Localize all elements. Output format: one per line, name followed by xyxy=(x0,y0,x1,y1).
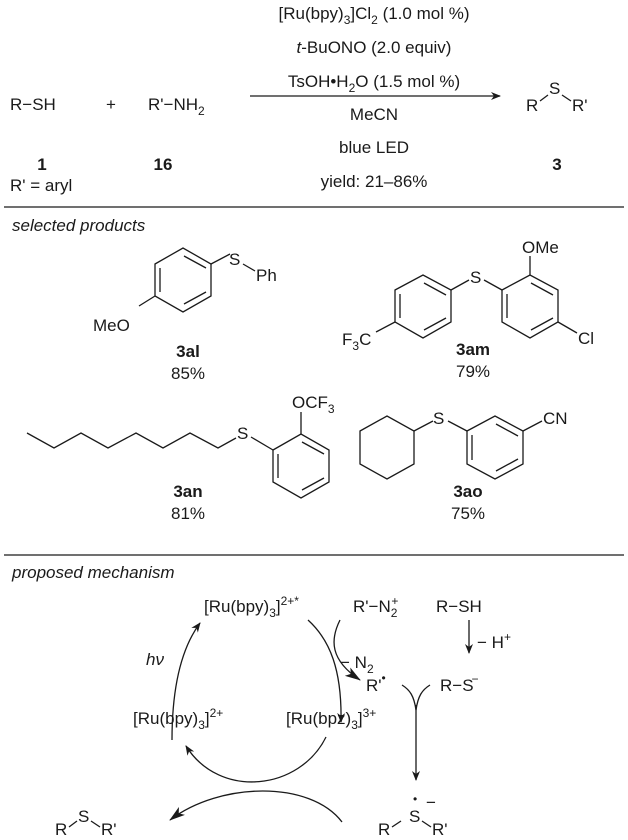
electron-transfer-arrow xyxy=(307,619,346,723)
compound-label-1: 1 xyxy=(37,155,46,174)
reactant-amine: R'−NH2 xyxy=(148,95,205,118)
trifluoromethyl-label: F3C xyxy=(342,330,371,353)
minus-proton: − H+ xyxy=(477,630,511,652)
product-yield: 85% xyxy=(171,364,205,383)
benzene-ring xyxy=(154,247,212,313)
nitrile-label: CN xyxy=(543,409,568,428)
photoexcitation-arrow xyxy=(171,622,201,741)
ru-oxidized-state: [Ru(bpz)3]3+ xyxy=(286,706,376,732)
product-yield: 81% xyxy=(171,504,205,523)
product-yield: 79% xyxy=(456,362,490,381)
octyl-chain xyxy=(26,432,237,449)
plus-sign: + xyxy=(106,95,116,114)
benzene-ring xyxy=(466,415,524,480)
reactant-thiol: R−SH xyxy=(10,95,56,114)
product-3am: F3C S OMe Cl 3am 79% xyxy=(342,238,594,381)
condition-catalyst: [Ru(bpy)3]Cl2 (1.0 mol %) xyxy=(279,4,470,27)
bond xyxy=(539,94,549,102)
compound-label-16: 16 xyxy=(154,155,173,174)
condition-light: blue LED xyxy=(339,138,409,157)
aryl-diazonium: R'−N2+ xyxy=(353,594,398,620)
radical-anion-R-prime: R' xyxy=(432,820,448,839)
radical-dot: • xyxy=(413,792,417,806)
product-3ao: S CN 3ao 75% xyxy=(359,409,568,523)
product-id: 3al xyxy=(176,342,200,361)
anion-charge: − xyxy=(426,793,436,812)
product-R-prime: R' xyxy=(572,96,588,115)
light-hv: hν xyxy=(146,650,164,669)
oxidation-product-arrow xyxy=(169,790,343,823)
benzene-ring xyxy=(501,274,559,339)
catalyst-regeneration-arrow xyxy=(185,736,327,783)
trifluoromethoxy-label: OCF3 xyxy=(292,393,335,416)
products-heading: selected products xyxy=(12,216,146,235)
product-S: S xyxy=(78,807,89,826)
phenyl-label: Ph xyxy=(256,266,277,285)
diazonium-reduction-arrow xyxy=(333,619,361,681)
product-yield: 75% xyxy=(451,504,485,523)
ru-excited-state: [Ru(bpy)3]2+* xyxy=(204,594,299,620)
cyclohexane-ring xyxy=(359,415,415,480)
minus-dinitrogen: − N2 xyxy=(340,653,374,676)
benzene-ring xyxy=(394,274,452,339)
sulfur-atom: S xyxy=(237,424,248,443)
radical-anion-R: R xyxy=(378,820,390,839)
sulfur-atom: S xyxy=(433,409,444,428)
ru-ground-state: [Ru(bpy)3]2+ xyxy=(133,706,223,732)
condition-solvent: MeCN xyxy=(350,105,398,124)
sulfur-atom: S xyxy=(229,250,240,269)
r-prime-note: R' = aryl xyxy=(10,176,72,195)
product-3an: S OCF3 3an 81% xyxy=(26,393,335,523)
main-reaction: R−SH + R'−NH2 [Ru(bpy)3]Cl2 (1.0 mol %) … xyxy=(10,4,588,195)
chloro-label: Cl xyxy=(578,329,594,348)
product-3al: S Ph MeO 3al 85% xyxy=(93,247,277,383)
product-id: 3an xyxy=(173,482,202,501)
mechanism-diagram: [Ru(bpy)3]2+* R'−N2+ R−SH − H+ − N2 R'• … xyxy=(55,594,511,839)
methoxy-label: MeO xyxy=(93,316,130,335)
product-S: S xyxy=(549,79,560,98)
product-R: R xyxy=(55,820,67,839)
sulfur-atom: S xyxy=(470,268,481,287)
condition-yield: yield: 21–86% xyxy=(321,172,428,191)
product-R-prime: R' xyxy=(101,820,117,839)
condition-acid: TsOH•H2O (1.5 mol %) xyxy=(288,72,460,95)
product-id: 3ao xyxy=(453,482,482,501)
thiolate: R−S− xyxy=(440,672,479,695)
product-R: R xyxy=(526,96,538,115)
benzene-ring xyxy=(272,433,330,499)
mechanism-heading: proposed mechanism xyxy=(11,563,175,582)
thiol: R−SH xyxy=(436,597,482,616)
methoxy-label: OMe xyxy=(522,238,559,257)
product-id: 3am xyxy=(456,340,490,359)
bond xyxy=(561,94,572,102)
condition-reagent: t-BuONO (2.0 equiv) xyxy=(297,38,452,57)
aryl-radical: R'• xyxy=(366,671,386,695)
radical-anion-S: S xyxy=(409,807,420,826)
compound-label-3: 3 xyxy=(552,155,561,174)
